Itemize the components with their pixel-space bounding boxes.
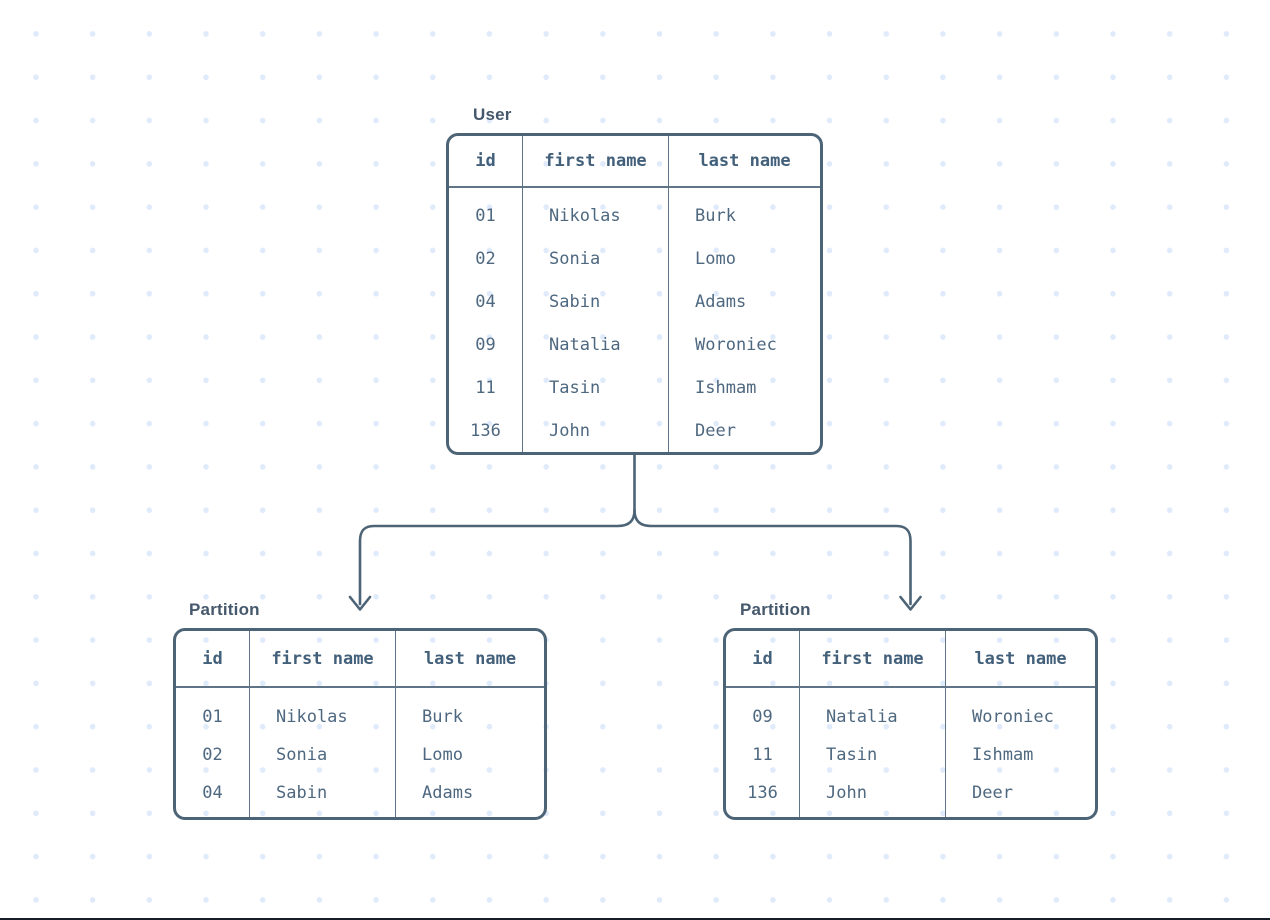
table-cell: Ishmam — [972, 745, 1034, 765]
table-spacer — [523, 188, 669, 194]
table-title: Partition — [740, 600, 811, 619]
table-spacer — [176, 812, 250, 817]
table-title: Partition — [189, 600, 260, 619]
table-cell: 09 — [726, 698, 800, 736]
column-header: id — [176, 631, 250, 688]
table-cell: 01 — [449, 194, 523, 237]
table-spacer — [800, 812, 946, 817]
table-cell: 11 — [449, 366, 523, 409]
bottom-edge — [0, 918, 1270, 920]
table-cell: Sabin — [250, 774, 396, 812]
column-header: last name — [396, 631, 544, 688]
table-cell: Adams — [695, 291, 747, 312]
column-header: id — [449, 136, 523, 188]
table-spacer — [449, 188, 523, 194]
table-cell: 04 — [449, 280, 523, 323]
table-cell: 136 — [726, 774, 800, 812]
table-spacer — [946, 688, 1095, 698]
table-cell: Deer — [972, 783, 1013, 803]
table-spacer — [800, 688, 946, 698]
table-cell: Sabin — [523, 280, 669, 323]
table-cell: Woroniec — [695, 334, 777, 355]
table-cell: 01 — [176, 698, 250, 736]
table-cell: Nikolas — [523, 194, 669, 237]
table-cell: 04 — [176, 774, 250, 812]
connector-left-branch — [358, 453, 636, 606]
table-cell: Natalia — [523, 323, 669, 366]
connector-right-branch — [633, 508, 912, 606]
table-title: User — [473, 105, 512, 124]
table-cell: Adams — [422, 783, 474, 803]
table-cell: 136 — [449, 409, 523, 452]
table-spacer — [946, 812, 1095, 817]
table-spacer — [176, 688, 250, 698]
table-spacer — [726, 688, 800, 698]
table-cell: 09 — [449, 323, 523, 366]
table-cell: Nikolas — [250, 698, 396, 736]
table-cell: John — [800, 774, 946, 812]
column-header: first name — [800, 631, 946, 688]
table-spacer — [396, 688, 544, 698]
arrow-down-icon — [899, 595, 922, 611]
table-cell: Sonia — [250, 736, 396, 774]
table-cell: John — [523, 409, 669, 452]
table-cell: Lomo — [695, 248, 736, 269]
table-spacer — [726, 812, 800, 817]
table-cell: 11 — [726, 736, 800, 774]
column-header: last name — [669, 136, 820, 188]
column-header: first name — [250, 631, 396, 688]
column-header: last name — [946, 631, 1095, 688]
table-cell: Woroniec — [972, 707, 1054, 727]
table-cell: Ishmam — [695, 377, 757, 398]
table-spacer — [250, 688, 396, 698]
table-cell: Burk — [422, 707, 463, 727]
table-cell: 02 — [176, 736, 250, 774]
arrow-down-icon — [348, 595, 372, 611]
column-header: id — [726, 631, 800, 688]
table-cell: Tasin — [800, 736, 946, 774]
table-cell: Burk — [695, 205, 736, 226]
table-spacer — [396, 812, 544, 817]
table-cell: Sonia — [523, 237, 669, 280]
table-cell: Lomo — [422, 745, 463, 765]
table-cell: Tasin — [523, 366, 669, 409]
table-cell: Natalia — [800, 698, 946, 736]
table-cell: Deer — [695, 420, 736, 441]
table-spacer — [250, 812, 396, 817]
table-cell: 02 — [449, 237, 523, 280]
column-header: first name — [523, 136, 669, 188]
